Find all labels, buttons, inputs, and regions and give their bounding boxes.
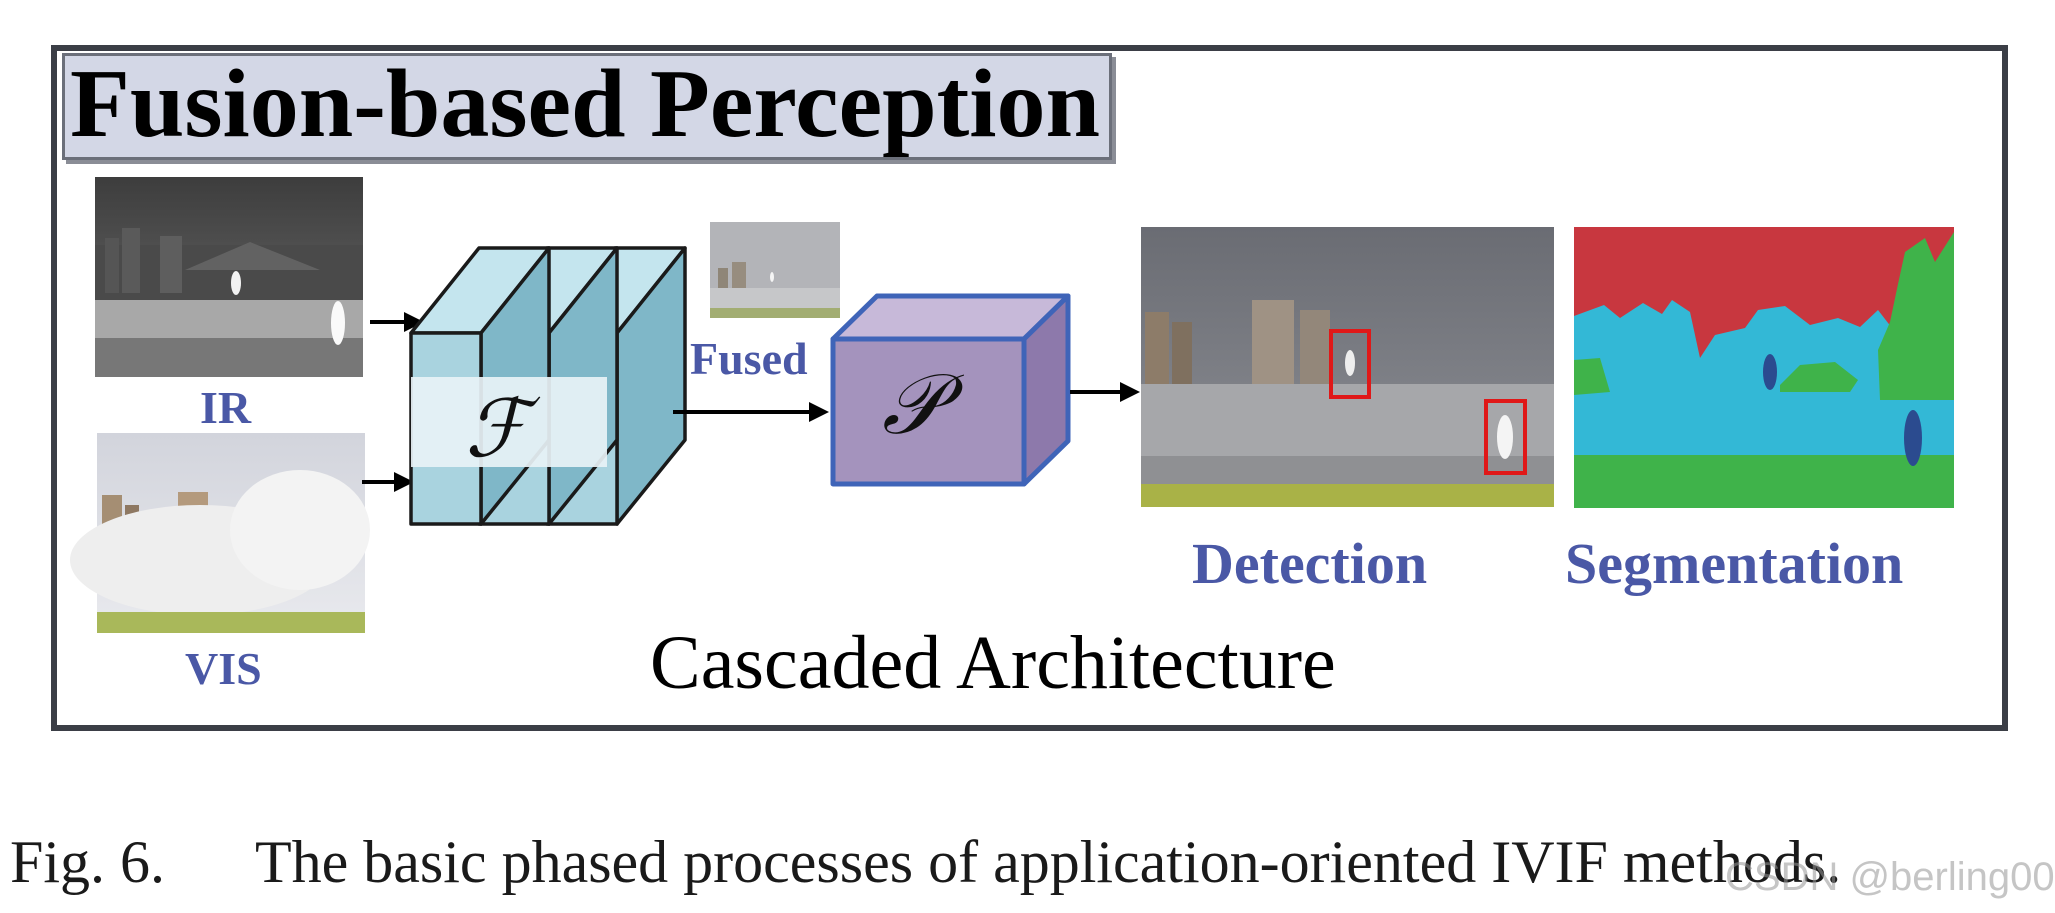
detection-label: Detection (1192, 531, 1428, 596)
detection-box-2 (1484, 399, 1527, 475)
segmentation-label: Segmentation (1565, 531, 1904, 596)
caption-text: The basic phased processes of applicatio… (255, 829, 1842, 895)
detection-image (1141, 227, 1554, 507)
segmentation-image (1574, 227, 1954, 508)
ir-image (95, 177, 363, 377)
figure-caption: Fig. 6. The basic phased processes of app… (10, 828, 1841, 897)
fused-image (710, 222, 840, 318)
architecture-label: Cascaded Architecture (650, 621, 1336, 705)
vis-image (70, 433, 370, 633)
perception-cube (830, 293, 1071, 487)
diagram-title: Fusion-based Perception (70, 50, 1100, 158)
detection-box-1 (1329, 329, 1371, 399)
ir-label: IR (200, 382, 252, 433)
figure-number: Fig. 6. (10, 829, 166, 895)
fused-label: Fused (690, 333, 808, 384)
watermark: CSDN @berling00 (1725, 855, 2055, 899)
title-box (62, 53, 1112, 160)
perception-symbol: 𝒫 (882, 355, 943, 453)
fusion-symbol: ℱ (465, 382, 528, 475)
fusion-band (411, 377, 607, 467)
vis-label: VIS (185, 643, 262, 694)
